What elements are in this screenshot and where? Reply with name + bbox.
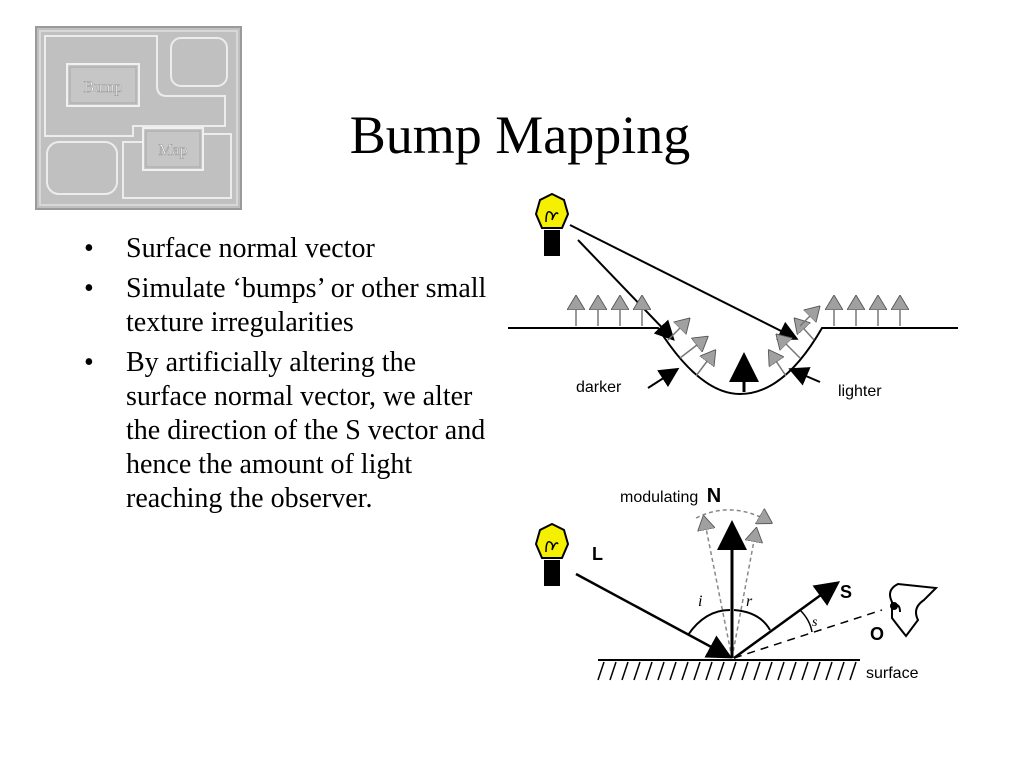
bullet-text: By artificially altering the surface nor… [126,347,486,514]
bullet-marker: • [84,273,94,304]
darker-label: darker [576,379,622,396]
reflection-diagram: modulating N L surface S i r s [534,485,939,682]
surface-normals [576,298,900,377]
angle-s-arc [799,609,813,633]
view-direction [733,609,883,659]
light-bulb-icon [534,192,570,256]
lighter-label: lighter [838,383,882,400]
light-ray-a [569,224,799,340]
logo-map-label: Map [158,142,187,159]
bump-surface-line [508,327,958,396]
incident-vector [575,572,733,659]
s-vector-label: S [840,582,852,602]
angle-i-label: i [698,593,702,610]
lighter-pointer [788,367,821,386]
angle-r-label: r [746,593,753,610]
bump-map-logo: Bump Map [35,26,242,210]
angle-r-arc [733,609,771,631]
angle-s-label: s [812,615,818,630]
reflected-vector [733,581,841,660]
bullet-item: • Surface normal vector [84,232,494,266]
modulating-label: modulating [620,489,698,506]
svg-text:modulating N: modulating N [620,485,721,507]
bullet-text: Simulate ‘bumps’ or other small texture … [126,273,487,338]
light-bulb-icon [534,522,570,586]
light-ray-b [577,239,675,341]
bullet-item: • By artificially altering the surface n… [84,346,494,516]
bump-surface-diagram: darker lighter [508,192,958,400]
surface-label: surface [866,665,919,682]
bullet-marker: • [84,347,94,378]
bullet-item: • Simulate ‘bumps’ or other small textur… [84,272,494,340]
slide-title: Bump Mapping [349,105,691,165]
modulating-normals [695,510,770,659]
bullet-marker: • [84,233,94,264]
darker-pointer [647,367,680,389]
bullet-list: • Surface normal vector • Simulate ‘bump… [84,232,494,522]
angle-i-arc [687,609,731,636]
bullet-text: Surface normal vector [126,233,375,264]
n-vector-label: N [707,485,721,507]
o-observer-label: O [870,624,884,644]
observer-eye-icon [889,582,939,638]
logo-bump-label: Bump [83,79,122,96]
surface-hatching [597,661,857,681]
l-vector-label: L [592,544,603,564]
